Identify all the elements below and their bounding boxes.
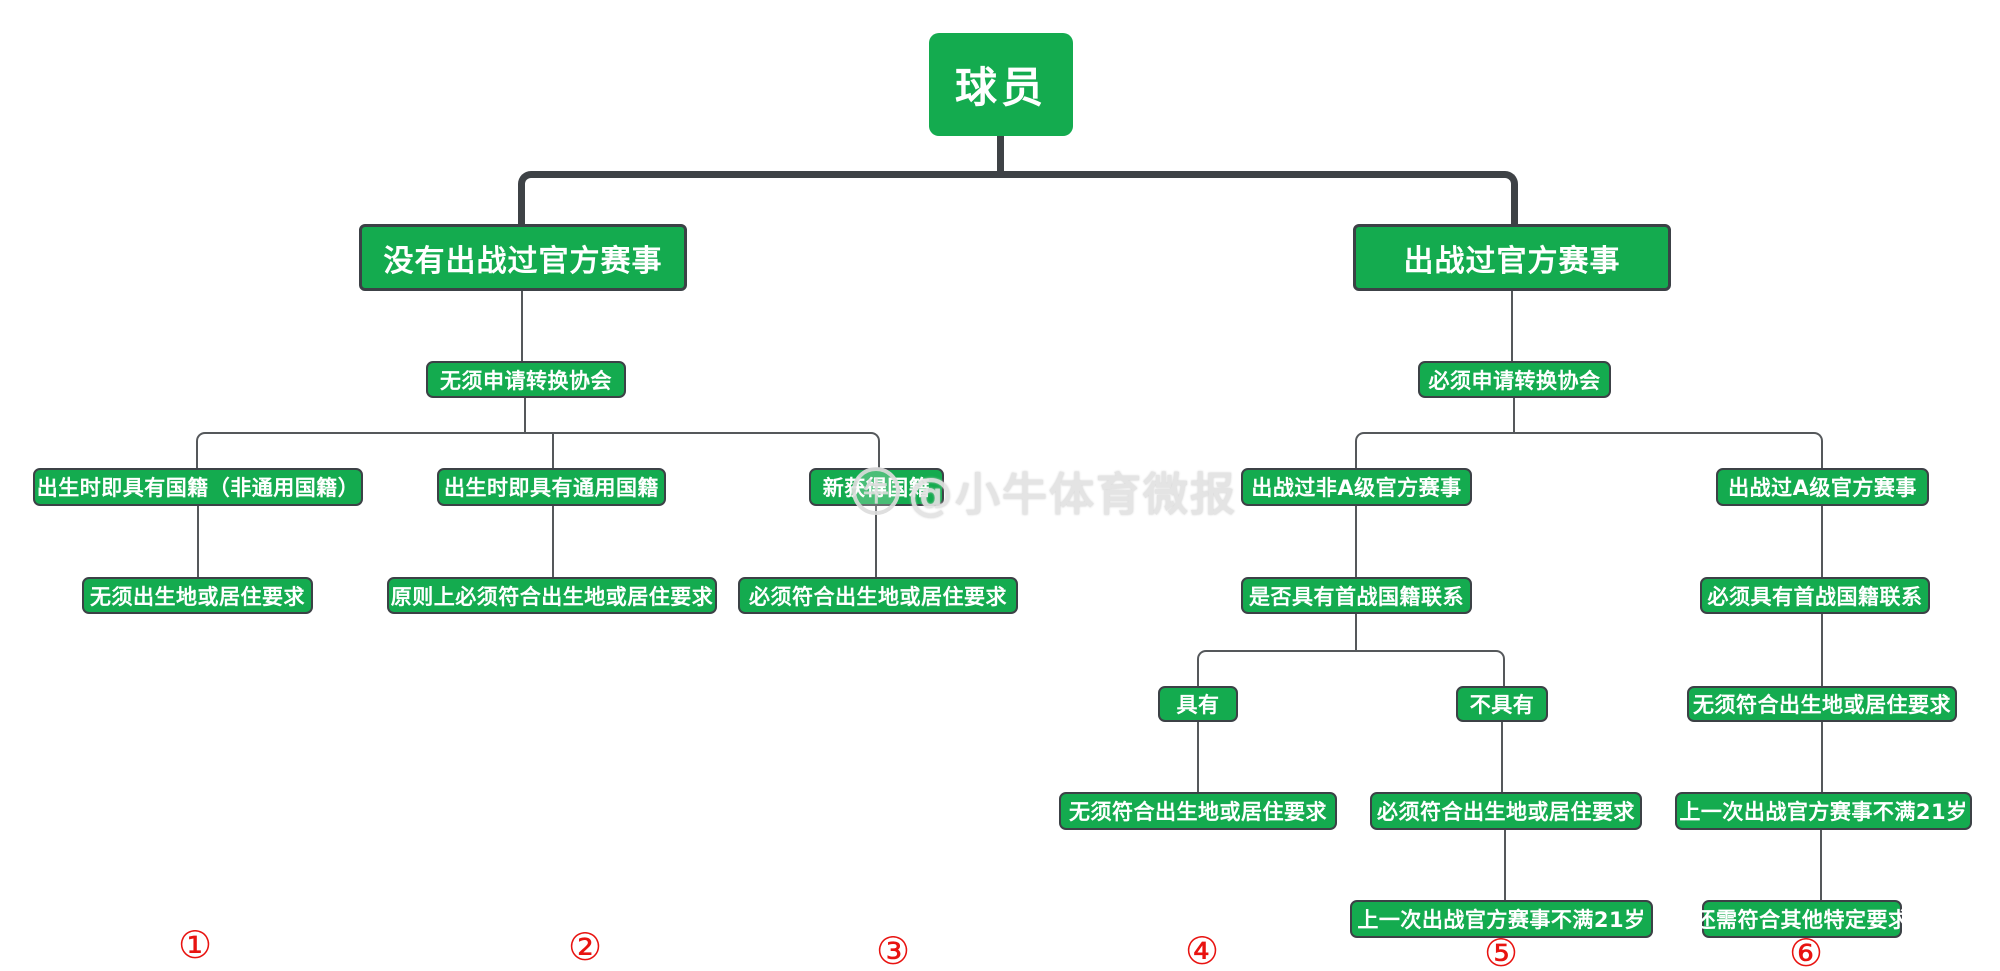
watermark-text: @小牛体育微报: [908, 468, 1238, 521]
connector-line: [1820, 830, 1822, 900]
connector-line: [197, 506, 199, 577]
path-number-3: ③: [875, 929, 911, 971]
node-other-specific-requirements: 还需符合其他特定要求: [1695, 900, 1909, 938]
connector-line: [875, 506, 877, 577]
connector-line: [1501, 722, 1503, 792]
node-no-link: 不具有: [1456, 686, 1548, 722]
connector-line: [552, 434, 554, 468]
node-must-have-first-match-link: 必须具有首战国籍联系: [1700, 577, 1930, 614]
node-first-match-link-question: 是否具有首战国籍联系: [1241, 577, 1472, 614]
path-number-4: ④: [1184, 929, 1220, 971]
connector-line: [524, 397, 526, 434]
watermark-bull-logo-icon: 牛: [852, 466, 900, 515]
path-number-5: ⑤: [1483, 931, 1519, 971]
node-must-meet-requirement-mid: 必须符合出生地或居住要求: [1370, 792, 1642, 830]
connector-root-bracket: [518, 171, 1518, 224]
node-no-meet-requirement-right: 无须符合出生地或居住要求: [1687, 686, 1957, 722]
node-must-apply-switch: 必须申请转换协会: [1418, 361, 1611, 398]
node-player: 球员: [929, 33, 1073, 136]
watermark: 牛 @小牛体育微报: [852, 458, 1237, 523]
connector-line: [1821, 506, 1823, 577]
path-number-1: ①: [177, 923, 213, 967]
node-played-official-matches: 出战过官方赛事: [1353, 224, 1671, 291]
connector-line: [1513, 397, 1515, 434]
node-no-official-matches: 没有出战过官方赛事: [359, 224, 687, 291]
node-under21-right: 上一次出战官方赛事不满21岁: [1675, 792, 1972, 830]
node-no-apply-switch: 无须申请转换协会: [426, 361, 626, 398]
path-number-6: ⑥: [1788, 931, 1824, 971]
path-number-2: ②: [567, 925, 603, 969]
connector-line: [1355, 506, 1357, 577]
node-under21-mid: 上一次出战官方赛事不满21岁: [1350, 900, 1653, 938]
connector-line: [1821, 613, 1823, 686]
node-a-level-matches: 出战过A级官方赛事: [1716, 468, 1929, 506]
node-birth-non-shared-nationality: 出生时即具有国籍（非通用国籍）: [33, 468, 363, 506]
node-non-a-level-matches: 出战过非A级官方赛事: [1241, 468, 1472, 506]
connector-bracket-link-split: [1197, 650, 1505, 686]
node-must-meet-requirement-left: 必须符合出生地或居住要求: [738, 577, 1018, 614]
connector-line: [1511, 291, 1513, 361]
connector-line: [1504, 830, 1506, 900]
node-birth-shared-nationality: 出生时即具有通用国籍: [437, 468, 666, 506]
connector-root-stem: [997, 134, 1004, 175]
connector-bracket-right-split: [1355, 432, 1823, 468]
connector-line: [1821, 722, 1823, 792]
connector-line: [1197, 722, 1199, 792]
connector-bracket-left-split: [196, 432, 880, 468]
connector-line: [1355, 613, 1357, 652]
connector-line: [521, 291, 523, 361]
node-no-meet-requirement-mid: 无须符合出生地或居住要求: [1059, 792, 1337, 830]
node-principle-meet-requirement: 原则上必须符合出生地或居住要求: [387, 577, 717, 614]
node-no-birth-residence-requirement: 无须出生地或居住要求: [82, 577, 313, 614]
node-has-link: 具有: [1158, 686, 1238, 722]
connector-line: [552, 506, 554, 577]
